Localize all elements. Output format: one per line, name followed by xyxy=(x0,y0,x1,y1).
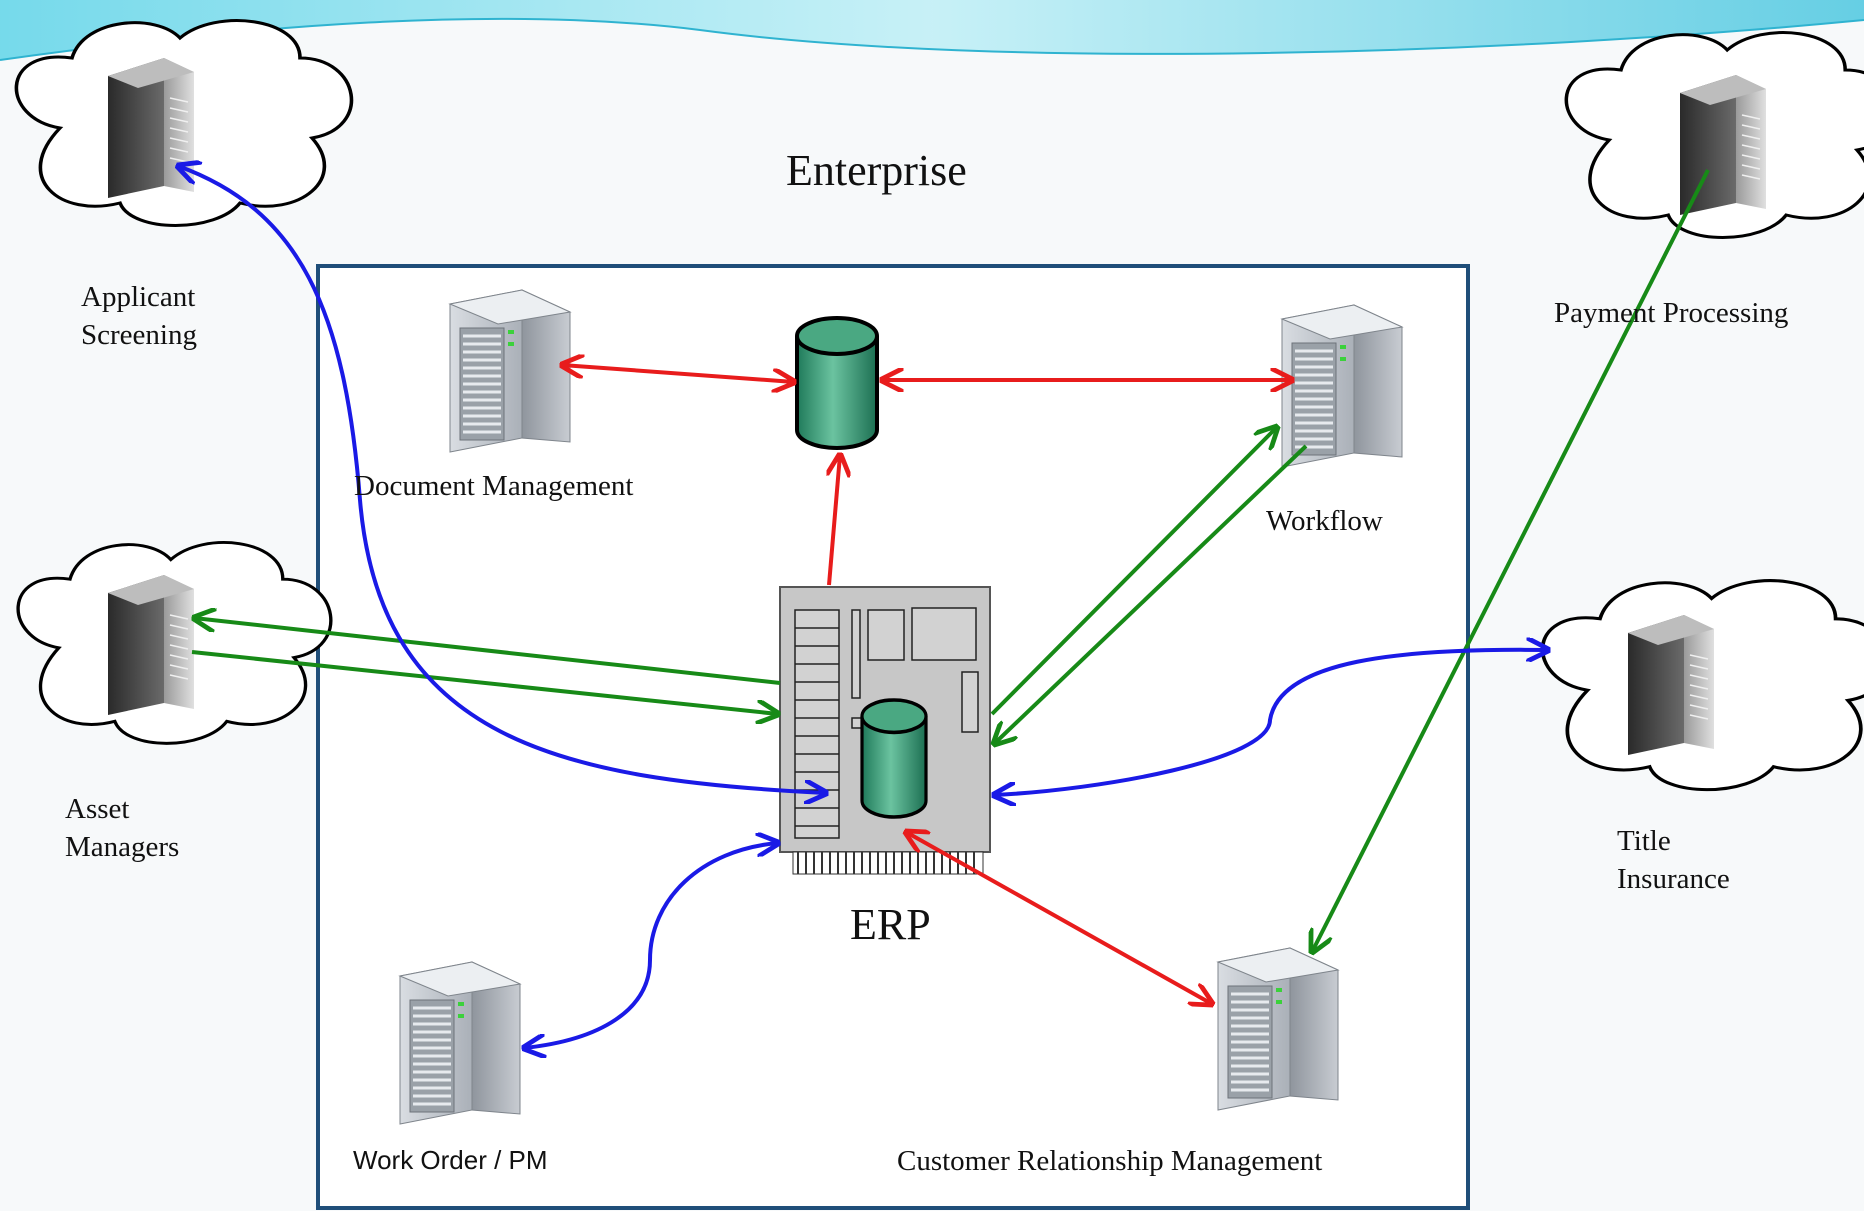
payment-to-crm-link xyxy=(1312,169,1710,952)
payment-processing-server-icon xyxy=(1679,74,1767,216)
document-management-label: Document Management xyxy=(354,470,634,502)
central-database-icon xyxy=(795,316,879,450)
blue-connections xyxy=(178,166,1548,1048)
title-insurance-label: Title Insurance xyxy=(1617,825,1730,895)
crm-label: Customer Relationship Management xyxy=(897,1145,1323,1177)
applicant-screening-server-icon xyxy=(107,57,195,199)
title-insurance-server-icon xyxy=(1627,614,1715,756)
asset-managers-server-icon xyxy=(107,574,195,716)
enterprise-title: Enterprise xyxy=(786,146,967,195)
crm-server-icon xyxy=(1216,946,1340,1112)
workflow-label: Workflow xyxy=(1266,505,1383,537)
work-order-server-icon xyxy=(398,960,522,1126)
applicant-screening-label: Applicant Screening xyxy=(81,281,197,351)
workflow-server-icon xyxy=(1280,303,1404,469)
erp-label: ERP xyxy=(850,900,931,949)
erp-board-icon xyxy=(779,586,991,875)
document-management-server-icon xyxy=(448,288,572,454)
erp-title-link xyxy=(994,650,1548,795)
payment-processing-label: Payment Processing xyxy=(1554,297,1789,329)
asset-managers-label: Asset Managers xyxy=(65,793,180,863)
erp-crm-link xyxy=(906,832,1212,1004)
erp-db-link xyxy=(829,455,840,586)
work-order-label: Work Order / PM xyxy=(353,1145,548,1175)
applicant-erp-link xyxy=(178,166,826,793)
erp-workorder-link xyxy=(524,843,778,1048)
decorative-wave xyxy=(0,0,1864,60)
